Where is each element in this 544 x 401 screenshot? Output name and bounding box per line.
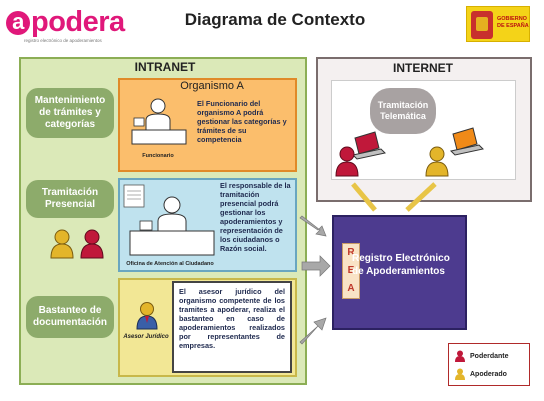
logo-subtitle: registro electrónico de apoderamientos — [24, 38, 102, 43]
internet-rea-arrows — [351, 182, 437, 212]
red-laptop-icon — [351, 131, 387, 160]
apoderado-legend-icon — [455, 368, 465, 380]
internet-users — [335, 127, 485, 177]
logo-a-letter: a — [6, 11, 30, 35]
rea-letter-a: A — [347, 283, 355, 294]
intranet-label: INTRANET — [134, 60, 196, 74]
apoderado-rea-arrow — [405, 182, 437, 212]
legend: Poderdante Apoderado — [448, 343, 530, 386]
rea-letters: R E A — [342, 243, 360, 299]
oficina-desk-icon — [123, 184, 215, 256]
oficina-caption: Oficina de Atención al Ciudadano — [126, 261, 214, 267]
page-title: Diagrama de Contexto — [184, 10, 366, 29]
organismo-title: Organismo A — [180, 80, 244, 92]
oficina-description: El responsable de la tramitación presenc… — [220, 181, 291, 253]
logo-word: podera — [31, 6, 125, 38]
tramitacion-persons — [50, 229, 104, 259]
legend-item-apoderado: Apoderado — [455, 368, 507, 380]
connector-arrows — [299, 215, 331, 345]
legend-label-apoderado: Apoderado — [470, 370, 507, 378]
coat-of-arms-icon — [471, 11, 493, 39]
asesor-caption: Asesor Jurídico — [123, 334, 169, 340]
legend-item-poderdante: Poderdante — [455, 350, 509, 362]
orange-laptop-icon — [449, 127, 485, 156]
side-label-mantenimiento: Mantenimiento de trámites y categorías — [26, 88, 114, 138]
gov-text: GOBIERNO DE ESPAÑA — [497, 16, 529, 30]
rea-title: Registro Electrónico de Apoderamientos — [352, 253, 450, 277]
funcionario-desk-icon — [131, 98, 187, 145]
apoderado-person-icon — [50, 229, 74, 259]
asesor-person-icon — [136, 302, 158, 330]
rea-letter-e: E — [347, 265, 355, 276]
gov-line2: DE ESPAÑA — [497, 23, 529, 29]
legend-label-poderdante: Poderdante — [470, 352, 509, 360]
poderdante-legend-icon — [455, 350, 465, 362]
gov-line1: GOBIERNO — [497, 16, 527, 22]
funcionario-caption: Funcionario — [142, 153, 174, 159]
poderdante-person-icon — [80, 229, 104, 259]
poderdante-internet-person-icon — [335, 146, 359, 177]
gobierno-espana-logo: GOBIERNO DE ESPAÑA — [466, 6, 530, 42]
rea-letter-r: R — [347, 247, 355, 258]
oficina-rea-arrow — [301, 255, 331, 277]
side-label-bastanteo: Bastanteo de documentación — [26, 296, 114, 338]
asesor-description: El asesor jurídico del organismo compete… — [172, 281, 292, 373]
asesor-rea-arrow — [299, 317, 327, 345]
organismo-description: El Funcionario del organismo A podrá ges… — [197, 99, 287, 144]
side-label-tramitacion: Tramitación Presencial — [26, 180, 114, 218]
tramitacion-telematica-label: Tramitación Telemática — [370, 88, 436, 134]
poderdante-rea-arrow — [351, 182, 377, 212]
apoderado-internet-person-icon — [425, 146, 449, 177]
internet-label: INTERNET — [393, 61, 453, 75]
organismo-rea-arrow — [299, 215, 327, 237]
